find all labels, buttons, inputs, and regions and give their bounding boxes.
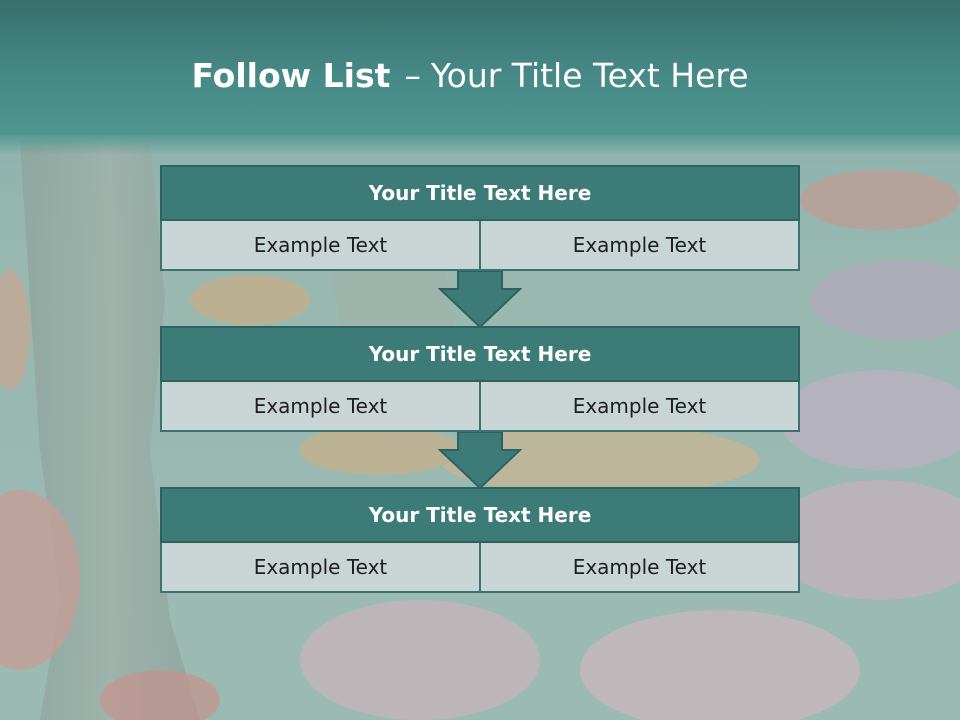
- block-row: Example Text Example Text: [160, 221, 800, 271]
- block-row: Example Text Example Text: [160, 543, 800, 593]
- block-cell-left: Example Text: [160, 382, 481, 432]
- block-title: Your Title Text Here: [160, 165, 800, 221]
- list-block-1: Your Title Text Here Example Text Exampl…: [160, 165, 800, 271]
- block-cell-right: Example Text: [481, 382, 800, 432]
- block-title: Your Title Text Here: [160, 487, 800, 543]
- block-row: Example Text Example Text: [160, 382, 800, 432]
- title-dash: –: [404, 56, 421, 95]
- list-block-2: Your Title Text Here Example Text Exampl…: [160, 326, 800, 432]
- title-rest: Your Title Text Here: [430, 56, 749, 95]
- block-cell-right: Example Text: [481, 543, 800, 593]
- list-block-3: Your Title Text Here Example Text Exampl…: [160, 487, 800, 593]
- block-cell-left: Example Text: [160, 543, 481, 593]
- slide-title: Follow List–Your Title Text Here: [0, 56, 940, 96]
- down-arrow-icon: [438, 432, 522, 490]
- title-band: [0, 0, 960, 155]
- block-cell-right: Example Text: [481, 221, 800, 271]
- block-title: Your Title Text Here: [160, 326, 800, 382]
- block-cell-left: Example Text: [160, 221, 481, 271]
- down-arrow-icon: [438, 271, 522, 329]
- title-bold: Follow List: [191, 56, 391, 95]
